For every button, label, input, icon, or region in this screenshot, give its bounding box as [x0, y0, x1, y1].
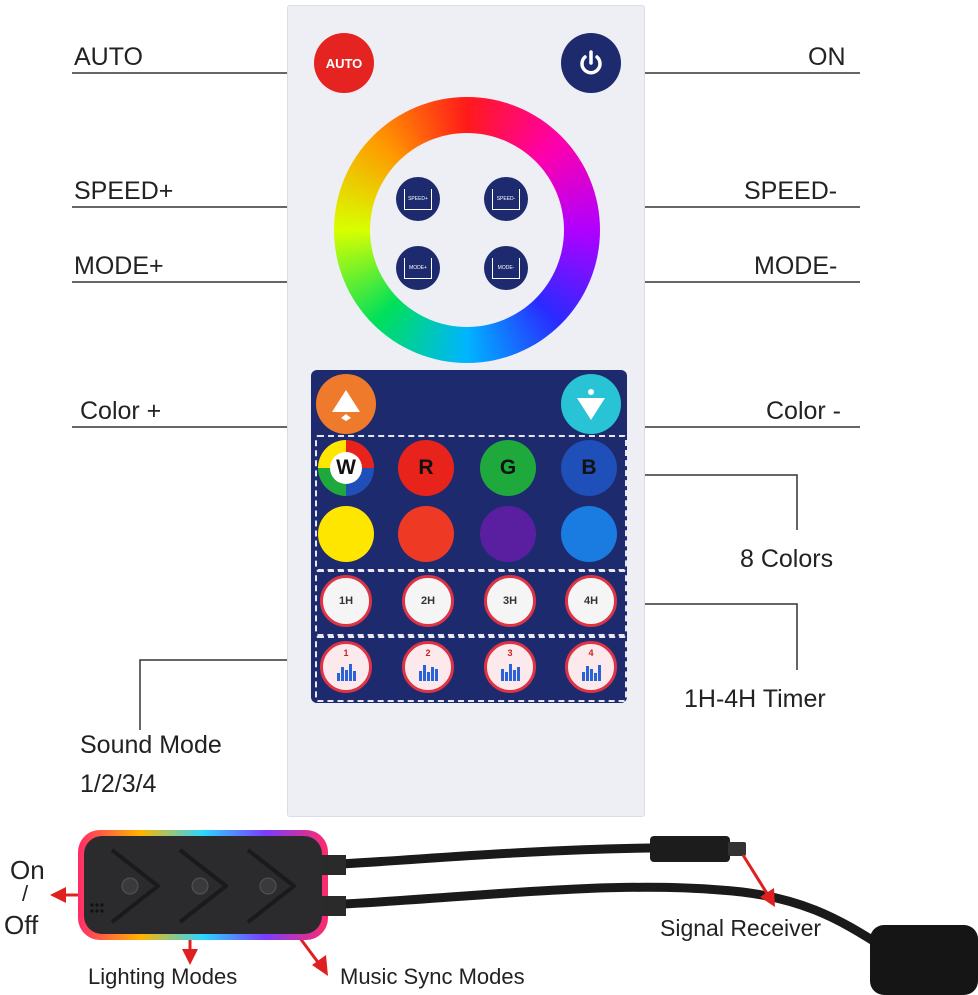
sound-mode-4-button[interactable]: 4 [565, 641, 617, 693]
sound-group-outline [315, 636, 627, 702]
sound-mode-label: Sound Mode [80, 731, 222, 759]
timer-group-outline [315, 570, 627, 636]
color-minus-label: Color - [766, 397, 842, 425]
color-plus-button[interactable] [316, 374, 376, 434]
power-icon [580, 50, 602, 75]
auto-label: AUTO [74, 43, 143, 71]
speed-plus-button[interactable]: SPEED+ [396, 177, 440, 221]
equalizer-icon [336, 664, 356, 681]
blue-color-label: B [581, 456, 597, 479]
white-color-label: W [330, 452, 362, 484]
sound-mode-1-label: 1 [343, 648, 349, 658]
on-off-label-line2: / [22, 881, 29, 906]
music-sync-modes-label: Music Sync Modes [340, 964, 525, 989]
timer-4h-button[interactable]: 4H [565, 575, 617, 627]
timer-3h-label: 3H [502, 595, 518, 607]
timer-4h-label: 4H [583, 595, 599, 607]
equalizer-icon [581, 665, 601, 681]
auto-button-text: AUTO [325, 55, 363, 71]
on-off-label-line3: Off [4, 910, 39, 940]
speed-minus-cap: SPEED- [492, 188, 520, 210]
signal-receiver-label: Signal Receiver [660, 915, 822, 941]
white-color-button[interactable]: W [318, 440, 374, 496]
eight-colors-label: 8 Colors [740, 545, 834, 573]
color-minus-button[interactable] [561, 374, 621, 434]
sound-mode-2-button[interactable]: 2 [402, 641, 454, 693]
timer-2h-button[interactable]: 2H [402, 575, 454, 627]
mode-plus-cap: MODE+ [404, 257, 432, 279]
color-plus-label: Color + [80, 397, 162, 425]
on-off-label-line1: On [10, 855, 45, 885]
blue-color-button[interactable]: B [561, 440, 617, 496]
sound-mode-3-label: 3 [507, 648, 513, 658]
mode-minus-button[interactable]: MODE- [484, 246, 528, 290]
sky-blue-color-button[interactable] [561, 506, 617, 562]
purple-color-button[interactable] [480, 506, 536, 562]
speed-minus-button[interactable]: SPEED- [484, 177, 528, 221]
lighting-modes-label: Lighting Modes [88, 964, 238, 989]
orange-red-color-button[interactable] [398, 506, 454, 562]
arrow-down-icon [577, 389, 605, 420]
on-label: ON [808, 43, 846, 71]
timer-3h-button[interactable]: 3H [484, 575, 536, 627]
green-color-label: G [499, 456, 517, 479]
mode-minus-label: MODE- [754, 252, 838, 280]
red-color-label: R [418, 456, 434, 479]
mode-minus-cap: MODE- [492, 257, 520, 279]
timer-1h-button[interactable]: 1H [320, 575, 372, 627]
power-button[interactable] [561, 33, 621, 93]
equalizer-icon [418, 665, 438, 681]
green-color-button[interactable]: G [480, 440, 536, 496]
sound-mode-1-button[interactable]: 1 [320, 641, 372, 693]
timer-2h-label: 2H [420, 595, 436, 607]
timer-1h-label: 1H [338, 595, 354, 607]
mode-plus-label: MODE+ [74, 252, 164, 280]
sound-mode-numbers: 1/2/3/4 [80, 770, 157, 798]
mode-plus-button[interactable]: MODE+ [396, 246, 440, 290]
sound-mode-2-label: 2 [425, 648, 431, 658]
yellow-color-button[interactable] [318, 506, 374, 562]
speed-minus-label: SPEED- [744, 177, 838, 205]
color-ring-center [370, 133, 564, 327]
red-color-button[interactable]: R [398, 440, 454, 496]
sound-mode-4-label: 4 [588, 648, 594, 658]
speed-plus-cap: SPEED+ [404, 188, 432, 210]
auto-button[interactable]: AUTO [314, 33, 374, 93]
sound-mode-3-button[interactable]: 3 [484, 641, 536, 693]
equalizer-icon [500, 664, 520, 681]
timer-label: 1H-4H Timer [684, 685, 826, 713]
arrow-up-icon [332, 390, 360, 421]
speed-plus-label: SPEED+ [74, 177, 174, 205]
